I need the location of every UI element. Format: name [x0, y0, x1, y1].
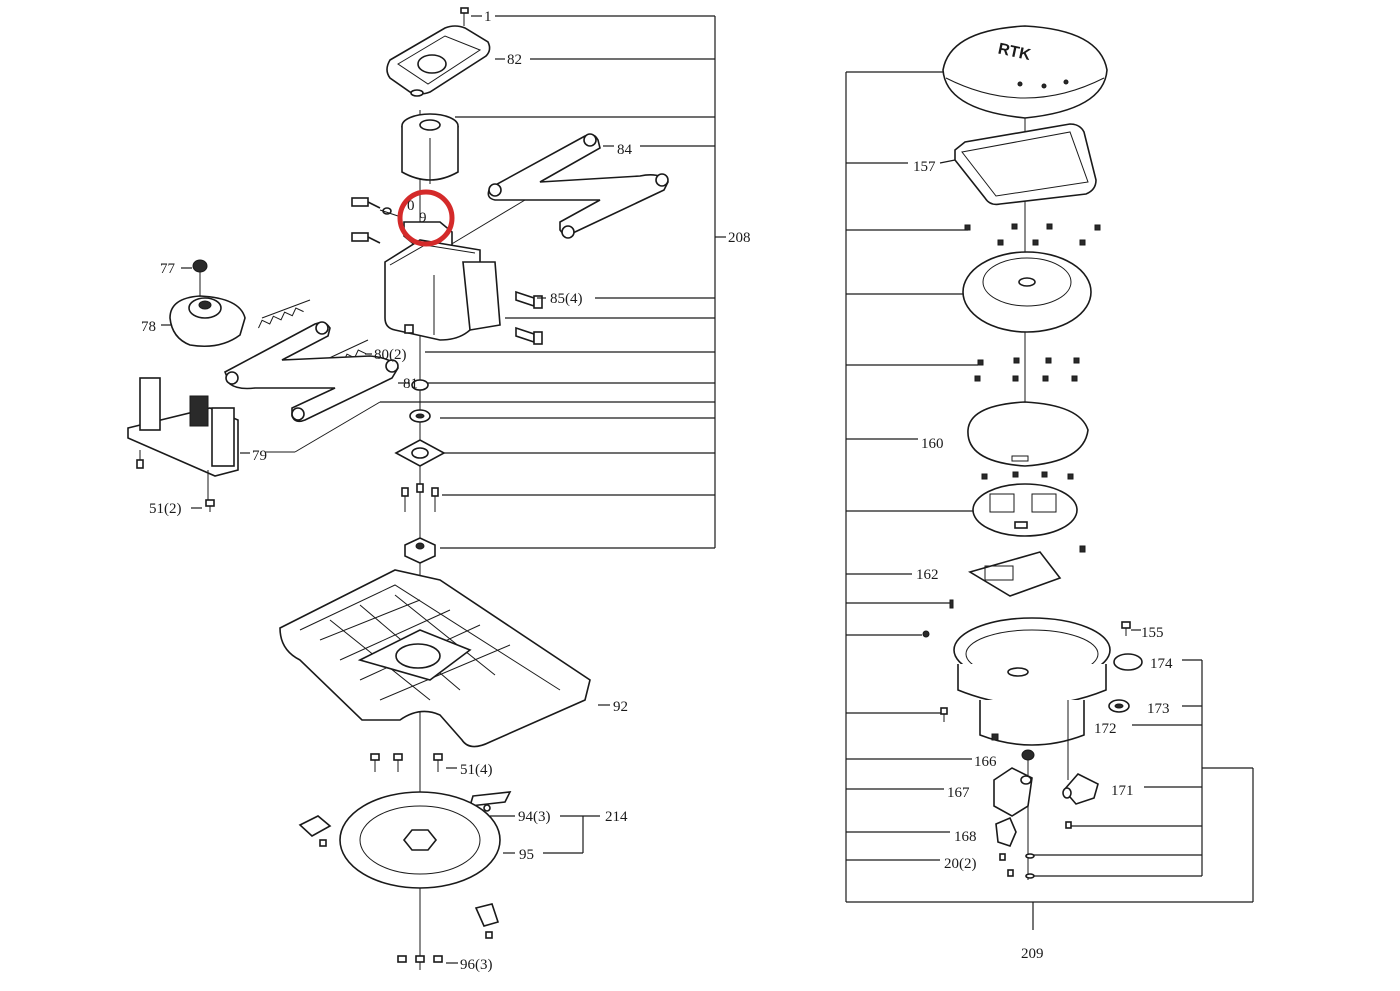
round-plate [962, 251, 1092, 333]
label-79: 79 [252, 448, 267, 464]
screws-part-96 [397, 955, 458, 964]
label-167: 167 [947, 785, 970, 801]
screws-row-top [964, 223, 1101, 246]
label-82: 82 [507, 52, 522, 68]
gear-part-77 [181, 259, 208, 300]
base-part-79 [127, 377, 381, 505]
label-95: 95 [519, 847, 534, 863]
sensor-part-171 [1062, 773, 1099, 829]
board-part-162 [968, 545, 1086, 597]
label-171: 171 [1111, 783, 1134, 799]
highlight-circle [397, 189, 455, 247]
label-85: 85(4) [550, 291, 583, 307]
label-162: 162 [916, 567, 939, 583]
bracket-208 [380, 15, 726, 549]
body-part-92 [279, 569, 610, 748]
label-96: 96(3) [460, 957, 493, 973]
label-78: 78 [141, 319, 156, 335]
clip-part-168 [995, 816, 1017, 847]
upper-arm-part-84 [449, 133, 669, 246]
label-168: 168 [954, 829, 977, 845]
nut [922, 630, 930, 638]
bolts-part-85 [515, 290, 546, 345]
motor-cylinder [401, 113, 459, 184]
screws-part-20 [999, 853, 1035, 879]
lower-arm-part-79 [223, 321, 410, 423]
small-screw [940, 707, 948, 715]
screw-part-1 [460, 7, 482, 26]
housing-part-78 [161, 295, 246, 348]
screws-row-mid [974, 357, 1080, 382]
label-80: 80(2) [374, 347, 407, 363]
label-214: 214 [605, 809, 628, 825]
seal-part-160 [967, 401, 1089, 467]
blade-disc-assembly [298, 791, 600, 939]
label-173: 173 [1147, 701, 1170, 717]
screws-row-low [981, 471, 1074, 480]
gasket-part-157 [939, 123, 1097, 206]
board-plate [972, 483, 1078, 537]
pin [949, 599, 954, 609]
label-166: 166 [974, 754, 997, 770]
right-assembly: RTK [845, 25, 1254, 962]
label-51-pair: 51(2) [149, 501, 182, 517]
axis-hardware [394, 379, 446, 564]
housing-part-172 [953, 617, 1111, 746]
label-157: 157 [913, 159, 936, 175]
label-209: 209 [1021, 946, 1044, 962]
label-94: 94(3) [518, 809, 551, 825]
label-9: 9 [419, 210, 427, 226]
grommet-part-173 [1108, 699, 1130, 713]
top-cap-part-82 [386, 25, 505, 97]
label-77: 77 [160, 261, 176, 277]
label-81: 81 [403, 376, 418, 392]
bracket-209-left [845, 71, 1254, 930]
label-92: 92 [613, 699, 628, 715]
block-part-167 [993, 767, 1033, 817]
rtk-cover: RTK [942, 25, 1108, 119]
label-174: 174 [1150, 656, 1173, 672]
mount-block [384, 239, 501, 341]
label-160: 160 [921, 436, 944, 452]
bracket-right [1032, 659, 1253, 877]
nut-part-166 [1021, 749, 1035, 761]
label-155: 155 [1141, 625, 1164, 641]
screw-part-51-pair [191, 499, 215, 512]
screw-part-155 [1121, 621, 1141, 636]
label-0: 0 [407, 198, 415, 214]
label-20: 20(2) [944, 856, 977, 872]
label-208: 208 [728, 230, 751, 246]
left-assembly: 1 82 84 208 0 9 77 78 85(4) 80(2) 81 79 … [127, 7, 751, 973]
label-51-quad: 51(4) [460, 762, 493, 778]
ring-part-174 [1113, 653, 1143, 671]
label-172: 172 [1094, 721, 1117, 737]
rtk-cover-text: RTK [996, 41, 1032, 65]
label-84: 84 [617, 142, 633, 158]
screws-part-51-quad [370, 753, 457, 772]
label-1: 1 [484, 9, 492, 25]
